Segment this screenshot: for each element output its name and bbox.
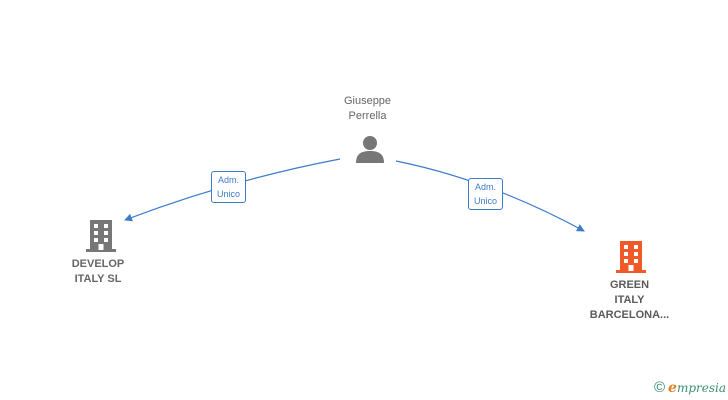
person-icon[interactable] <box>355 134 385 164</box>
edge-label-adm-unico[interactable]: Adm. Unico <box>211 171 247 203</box>
building-icon[interactable] <box>86 218 116 252</box>
edge-label-adm-unico[interactable]: Adm. Unico <box>468 178 504 210</box>
copyright-icon: © <box>653 379 666 396</box>
copyright-brand: © empresia <box>654 379 726 396</box>
company-name-develop-italy[interactable]: DEVELOP ITALY SL <box>71 258 125 285</box>
person-name[interactable]: Giuseppe Perrella <box>343 95 392 122</box>
building-icon[interactable] <box>616 239 646 273</box>
company-name-green-italy[interactable]: GREEN ITALY BARCELONA... <box>589 279 670 321</box>
brand-logo: empresia <box>668 379 726 396</box>
